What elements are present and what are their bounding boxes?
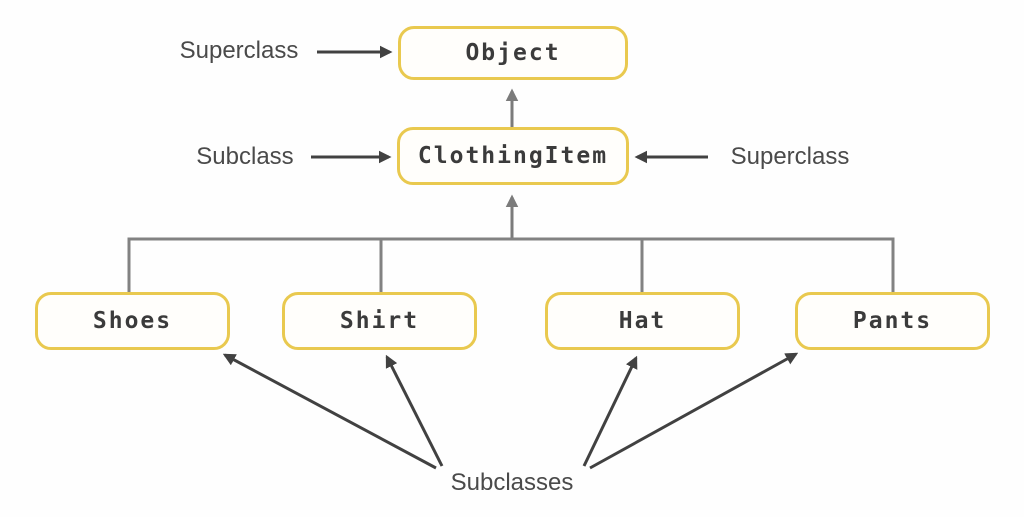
node-shoes-label: Shoes	[92, 308, 173, 334]
node-shoes: Shoes	[35, 292, 230, 350]
arrow-subclasses-to-shirt	[385, 354, 444, 467]
arrow-subclasses-to-pants	[589, 352, 799, 470]
label-subclass-left: Subclass	[196, 143, 294, 170]
node-clothingitem-label: ClothingItem	[417, 143, 609, 169]
tree-connector	[127, 237, 895, 293]
node-shirt-label: Shirt	[339, 308, 420, 334]
label-superclass-top: Superclass	[179, 37, 299, 64]
node-hat-label: Hat	[618, 308, 667, 334]
arrow-subclasses-to-shoes	[222, 353, 437, 470]
node-object: Object	[398, 26, 628, 80]
node-object-label: Object	[465, 40, 561, 66]
node-clothingitem: ClothingItem	[397, 127, 629, 185]
node-pants-label: Pants	[852, 308, 933, 334]
label-superclass-right: Superclass	[730, 143, 850, 170]
label-subclasses-bottom: Subclasses	[450, 469, 574, 496]
node-shirt: Shirt	[282, 292, 477, 350]
arrow-subclasses-to-hat	[582, 355, 638, 467]
node-pants: Pants	[795, 292, 990, 350]
node-hat: Hat	[545, 292, 740, 350]
